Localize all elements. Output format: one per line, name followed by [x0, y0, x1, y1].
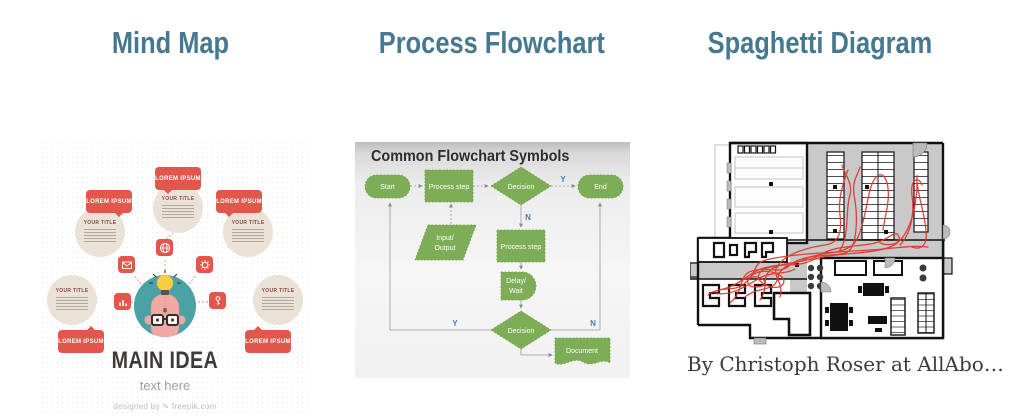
flowchart-branch-labels: Y N Y N [452, 175, 596, 328]
speech-bubble-upper-right-label: LOREM IPSUM [216, 198, 262, 205]
svg-text:Decision: Decision [508, 184, 535, 191]
decision-1 [490, 166, 552, 206]
svg-text:Start: Start [380, 184, 395, 191]
spaghetti-caption: By Christoph Roser at AllAbo… [687, 352, 1004, 376]
placeholder-text-lines [84, 229, 116, 244]
spaghetti-paths [707, 164, 929, 304]
key-icon [209, 292, 226, 309]
mindmap-main-title-text: MAIN IDEA [111, 347, 219, 374]
topic-circle-mid-right-title: YOUR TITLE [261, 288, 295, 294]
topic-circle-mid-right: YOUR TITLE [253, 275, 303, 325]
credit-prefix: designed by [113, 402, 160, 411]
terminator-start [364, 174, 411, 199]
mindmap-connector-lines [131, 232, 209, 303]
topic-circle-upper-right-title: YOUR TITLE [231, 220, 265, 226]
heading-spaghetti-diagram-text: Spaghetti Diagram [707, 25, 933, 60]
svg-text:Input/: Input/ [436, 235, 454, 242]
mind-map-image[interactable]: LOREM IPSUM LOREM IPSUM LOREM IPSUM LORE… [40, 140, 310, 416]
delay-wait [500, 271, 537, 301]
envelope-icon [118, 256, 135, 273]
speech-bubble-bottom-left-label: LOREM IPSUM [58, 338, 104, 345]
process-step-2 [496, 229, 546, 263]
svg-text:Process step: Process step [429, 184, 470, 191]
placeholder-text-lines [262, 297, 294, 312]
mindmap-credit: designed by ✎ freepik.com [40, 402, 290, 411]
floorplan-workbenches [701, 283, 812, 337]
lightbulb-icon [149, 270, 181, 295]
decision-2 [490, 310, 552, 350]
heading-process-flowchart-text: Process Flowchart [378, 25, 606, 60]
svg-text:Decision: Decision [508, 328, 535, 335]
speech-bubble-upper-right: LOREM IPSUM [216, 190, 262, 217]
heading-spaghetti-diagram: Spaghetti Diagram [680, 24, 960, 61]
spaghetti-floorplan [689, 141, 953, 345]
speech-bubble-bottom-right-label: LOREM IPSUM [245, 338, 291, 345]
mindmap-subtitle: text here [139, 378, 191, 393]
floorplan-workshop-room [726, 141, 809, 245]
globe-icon [156, 239, 173, 256]
svg-text:Document: Document [566, 348, 598, 355]
placeholder-text-lines [232, 229, 264, 244]
speech-bubble-bottom-right: LOREM IPSUM [245, 326, 291, 353]
spaghetti-diagram-image[interactable] [689, 135, 960, 345]
heading-mind-map: Mind Map [30, 24, 310, 61]
topic-circle-top-title: YOUR TITLE [161, 196, 195, 202]
topic-circle-mid-left-title: YOUR TITLE [55, 288, 89, 294]
topic-circle-top: YOUR TITLE [153, 183, 203, 233]
document [554, 337, 611, 365]
bar-chart-icon [114, 293, 131, 310]
svg-text:Process step: Process step [501, 244, 542, 251]
flowchart-shapes [364, 166, 624, 365]
placeholder-text-lines [162, 205, 194, 220]
placeholder-text-lines [56, 297, 88, 312]
process-flowchart-image[interactable]: Common Flowchart Symbols [355, 142, 630, 378]
svg-text:Output: Output [434, 245, 455, 252]
gear-icon [196, 256, 213, 273]
speech-bubble-bottom-left: LOREM IPSUM [58, 326, 104, 353]
freepik-icon: ✎ [162, 402, 170, 411]
svg-text:N: N [525, 213, 531, 222]
speech-bubble-top-label: LOREM IPSUM [155, 175, 201, 182]
svg-text:Y: Y [452, 319, 458, 328]
heading-mind-map-text: Mind Map [111, 25, 229, 60]
terminator-end [577, 174, 624, 199]
flowchart-node-labels: Start Process step Decision End Input/ O… [380, 184, 607, 355]
svg-text:Y: Y [560, 175, 566, 184]
mindmap-center-illustration [134, 270, 196, 337]
svg-text:N: N [590, 319, 596, 328]
topic-circle-mid-left: YOUR TITLE [47, 275, 97, 325]
topic-circle-upper-left-title: YOUR TITLE [83, 220, 117, 226]
speech-bubble-top: LOREM IPSUM [155, 167, 201, 194]
floorplan-office [807, 256, 945, 340]
flowchart-title: Common Flowchart Symbols [371, 148, 570, 165]
process-step-1 [424, 169, 474, 203]
speech-bubble-upper-left: LOREM IPSUM [86, 190, 132, 217]
credit-site: freepik.com [171, 402, 217, 411]
speech-bubble-upper-left-label: LOREM IPSUM [86, 198, 132, 205]
mindmap-main-title: MAIN IDEA [40, 347, 290, 375]
svg-text:Delay/: Delay/ [506, 278, 526, 285]
heading-process-flowchart: Process Flowchart [352, 24, 632, 61]
svg-text:End: End [594, 184, 607, 191]
flowchart-connectors [388, 184, 602, 357]
svg-text:Wait: Wait [509, 288, 523, 295]
flowchart-canvas: Start Process step Decision End Input/ O… [364, 166, 624, 365]
input-output [414, 224, 477, 261]
